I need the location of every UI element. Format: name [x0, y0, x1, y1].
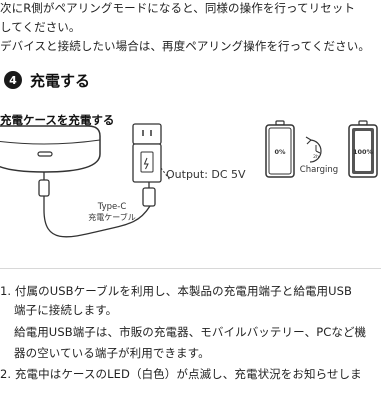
charging-time-label: 2h [313, 154, 319, 160]
instruction-line: 器の空いている端子が利用できます。 [14, 346, 210, 360]
instruction-line: 端子に接続します。 [14, 303, 118, 317]
charging-case-icon [0, 125, 101, 180]
section-subtitle: 充電ケースを充電する [0, 113, 115, 127]
intro-text-line: 次にR側がペアリングモードになると、同様の操作を行ってリセット [0, 1, 356, 15]
battery-empty-label: 0% [274, 148, 286, 156]
instruction-line: 1. 付属のUSBケーブルを利用し、本製品の充電用端子と給電用USB [0, 284, 353, 298]
battery-full-icon [348, 120, 378, 178]
section-divider [0, 268, 381, 269]
intro-text-line: してください。 [0, 20, 81, 34]
usb-cable-icon [38, 179, 156, 238]
output-voltage-label: Output: DC 5V [166, 168, 246, 181]
instruction-line: 給電用USB端子は、市販の充電器、モバイルバッテリー、PCなど機 [14, 325, 367, 339]
battery-empty-icon [265, 120, 295, 178]
battery-full-label: 100% [353, 148, 374, 156]
section-title: 充電する [30, 71, 91, 90]
intro-text-line: デバイスと接続したい場合は、再度ペアリング操作を行ってください。 [0, 39, 370, 53]
charging-illustration: Type-C 充電ケーブル Output: DC 5V 0% [0, 118, 381, 258]
power-adapter-icon [132, 123, 171, 183]
section-heading: 4 充電する [0, 69, 90, 91]
cable-label-cable: 充電ケーブル [88, 212, 136, 222]
charging-label: Charging [300, 165, 338, 175]
instruction-line: 2. 充電中はケースのLED（白色）が点滅し、充電状況をお知らせしま [0, 367, 362, 381]
cable-label-type-c: Type-C [97, 202, 127, 212]
charging-clock-icon [305, 136, 322, 163]
step-number-badge: 4 [4, 71, 22, 89]
